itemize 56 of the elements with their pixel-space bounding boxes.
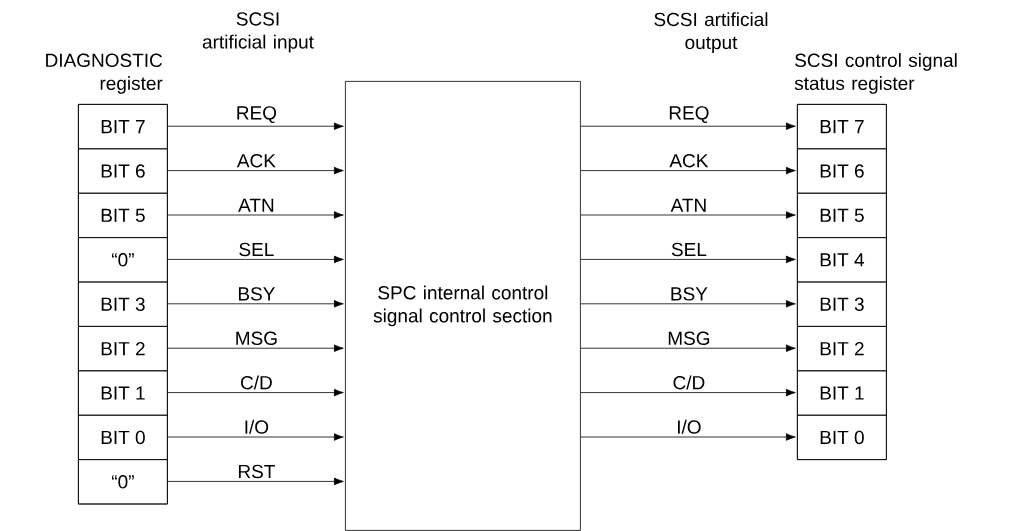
arrow <box>167 344 344 352</box>
signal-label: I/O <box>678 419 701 434</box>
arrow <box>580 344 796 352</box>
register-cell: BIT 2 <box>797 326 887 372</box>
register-cell: BIT 6 <box>797 148 887 194</box>
arrow <box>167 211 344 219</box>
register-cell: BIT 6 <box>78 148 168 194</box>
arrow <box>580 166 796 175</box>
signal-label: ATN <box>670 198 706 212</box>
signal-label: C/D <box>241 375 272 390</box>
register-cell: BIT 1 <box>78 370 168 416</box>
column-heading: SCSI artificial output <box>654 12 768 53</box>
signal-label: SEL <box>671 242 707 257</box>
node-label: SCSI control signal status register <box>794 53 957 94</box>
arrow <box>580 211 796 219</box>
node-label: DIAGNOSTIC register <box>46 53 163 94</box>
register-cell: BIT 3 <box>78 281 168 327</box>
signal-label: ATN <box>238 198 274 212</box>
signal-label: MSG <box>668 331 710 345</box>
arrow <box>580 255 796 264</box>
signal-label: BSY <box>671 287 708 301</box>
signal-label: MSG <box>236 331 277 345</box>
signal-label: I/O <box>245 419 269 434</box>
register-cell: BIT 1 <box>797 370 887 416</box>
register-cell: BIT 0 <box>797 414 887 460</box>
register-cell: BIT 5 <box>797 192 887 238</box>
arrow <box>580 122 796 130</box>
arrow <box>167 255 344 264</box>
arrow <box>167 433 344 441</box>
signal-label: ACK <box>669 153 709 168</box>
signal-label: BSY <box>238 287 275 301</box>
register-cell: BIT 4 <box>797 237 887 283</box>
arrow <box>167 122 344 130</box>
arrow <box>167 477 344 486</box>
register-cell: BIT 0 <box>78 414 168 460</box>
arrow <box>167 300 344 308</box>
register-cell: BIT 5 <box>78 192 168 238</box>
signal-label: ACK <box>236 153 276 168</box>
register-cell: BIT 2 <box>78 326 168 372</box>
register-cell: “0” <box>78 459 168 505</box>
arrow <box>167 166 344 175</box>
signal-label: RST <box>238 464 275 479</box>
arrow <box>580 433 796 441</box>
register-cell: BIT 7 <box>78 104 168 150</box>
register-cell: BIT 7 <box>797 104 887 150</box>
register-cell: “0” <box>78 237 168 283</box>
signal-label: REQ <box>237 106 277 123</box>
signal-label: C/D <box>673 375 705 390</box>
process-box: SPC internal control signal control section <box>345 81 581 531</box>
signal-label: SEL <box>239 242 274 257</box>
arrow <box>167 388 344 397</box>
arrow <box>580 388 796 397</box>
register-cell: BIT 3 <box>797 281 887 327</box>
column-heading: SCSI artificial input <box>202 12 314 53</box>
arrow <box>580 300 796 308</box>
signal-label: REQ <box>669 106 709 123</box>
